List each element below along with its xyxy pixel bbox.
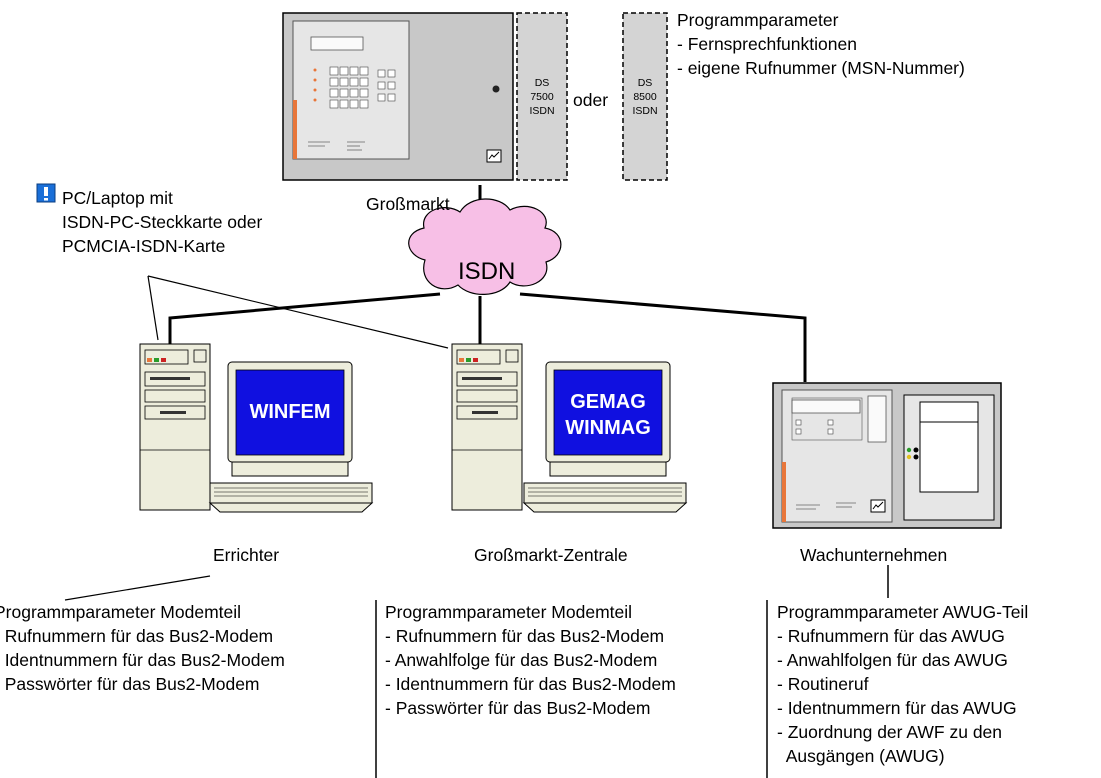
module-ds8500	[622, 12, 668, 181]
params-item: - Anwahlfolgen für das AWUG	[777, 650, 1008, 670]
params-item: Ausgängen (AWUG)	[777, 746, 945, 766]
module-ds8500-label: DS 8500 ISDN	[632, 77, 658, 117]
pointer-line-2	[147, 275, 449, 349]
control-panel-device	[282, 12, 668, 181]
params-item: - Identnummern für das Bus2-Modem	[0, 650, 285, 670]
params-item: - Identnummern für das AWUG	[777, 698, 1017, 718]
params-zentrale: Programmparameter Modemteil - Rufnummern…	[385, 600, 676, 720]
caption-wachunternehmen: Wachunternehmen	[800, 545, 948, 565]
params-item: - Rufnummern für das AWUG	[777, 626, 1005, 646]
caption-errichter: Errichter	[213, 545, 280, 565]
caption-zentrale: Großmarkt-Zentrale	[474, 545, 628, 565]
info-icon	[36, 183, 56, 203]
top-program-params: Programmparameter - Fernsprechfunktionen…	[677, 8, 965, 80]
module-ds7500-label: DS 7500 ISDN	[529, 77, 555, 117]
errichter-leader	[64, 575, 211, 601]
params-item: - Passwörter für das Bus2-Modem	[385, 698, 651, 718]
isdn-label: ISDN	[458, 258, 516, 285]
params-item: - Routineruf	[777, 674, 869, 694]
pc-note-line-3: PCMCIA-ISDN-Karte	[62, 236, 226, 256]
pc-zentrale	[451, 343, 688, 513]
params-item: - Zuordnung der AWF zu den	[777, 722, 1003, 742]
top-note-title: Programmparameter	[677, 10, 839, 30]
top-note-item-1: - Fernsprechfunktionen	[677, 34, 857, 54]
params-item: - Identnummern für das Bus2-Modem	[385, 674, 676, 694]
pc-note: PC/Laptop mit ISDN-PC-Steckkarte oder PC…	[62, 186, 262, 258]
params-wachunternehmen: Programmparameter AWUG-Teil - Rufnummern…	[777, 600, 1028, 768]
connection-lines	[64, 185, 889, 778]
line-isdn-to-wachunternehmen	[519, 292, 807, 382]
params-title: Programmparameter Modemteil	[0, 602, 242, 622]
or-label: oder	[573, 90, 609, 110]
top-note-item-2: - eigene Rufnummer (MSN-Nummer)	[677, 58, 965, 78]
pc-note-line-2: ISDN-PC-Steckkarte oder	[62, 212, 263, 232]
pc-note-line-1: PC/Laptop mit	[62, 188, 173, 208]
params-title: Programmparameter AWUG-Teil	[777, 602, 1029, 622]
grossmarkt-caption: Großmarkt	[366, 194, 450, 214]
params-item: - Passwörter für das Bus2-Modem	[0, 674, 260, 694]
screen-label-winfem: WINFEM	[249, 401, 331, 423]
screen-label-gemag: GEMAG WINMAG	[565, 391, 651, 439]
params-errichter: Programmparameter Modemteil - Rufnummern…	[0, 600, 285, 696]
pointer-line-1	[147, 275, 159, 341]
line-isdn-to-errichter	[168, 292, 441, 345]
module-ds7500	[516, 12, 568, 181]
params-item: - Rufnummern für das Bus2-Modem	[0, 626, 274, 646]
params-item: - Anwahlfolge für das Bus2-Modem	[385, 650, 658, 670]
params-item: - Rufnummern für das Bus2-Modem	[385, 626, 665, 646]
receiver-device	[772, 382, 1002, 529]
params-title: Programmparameter Modemteil	[385, 602, 633, 622]
pc-errichter	[139, 343, 374, 513]
isdn-cloud	[408, 198, 562, 295]
